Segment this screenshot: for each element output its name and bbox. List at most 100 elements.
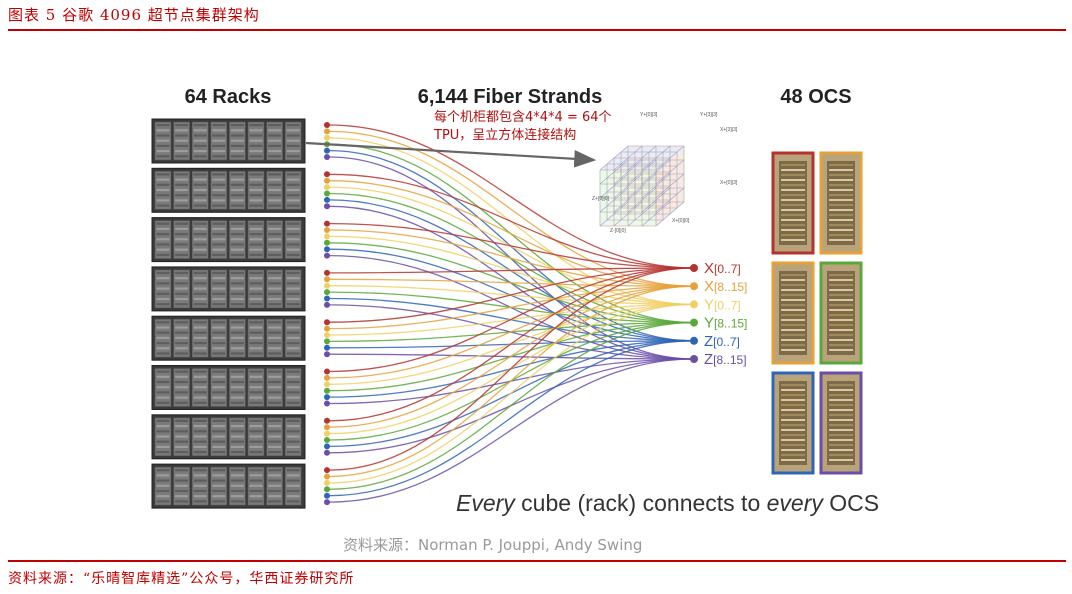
rack-connector-dot [324, 269, 330, 276]
fiber-strands [328, 124, 695, 503]
rack-connector-dot [324, 443, 330, 450]
rack-connectors [324, 122, 330, 506]
ocs-unit [819, 371, 863, 475]
endpoint-label: Y[0..7] [704, 296, 741, 313]
fiber-strand [328, 285, 695, 330]
rack-connector-dot [324, 134, 330, 141]
rack-connector-dot [324, 203, 330, 210]
rack-connector-dot [324, 467, 330, 474]
cube-axis-label: X+[0]|3] [720, 180, 738, 186]
fiber-strand [328, 321, 695, 490]
rack-column [151, 118, 306, 509]
rack-connector-dot [324, 437, 330, 443]
racks-header: 64 Racks [185, 86, 272, 108]
fiber-strand [328, 267, 695, 274]
endpoint-dot [690, 300, 698, 309]
fiber-strand [328, 285, 695, 478]
tagline-every-2: every [767, 490, 825, 516]
rack-connector-dot [324, 394, 330, 401]
fiber-strand [328, 173, 695, 269]
tagline-every-1: Every [456, 490, 516, 516]
rack-connector-dot [324, 227, 330, 233]
fiber-strand [328, 267, 695, 471]
ocs-unit [771, 371, 815, 475]
rack [151, 266, 306, 312]
rack-connector-dot [324, 338, 330, 345]
figure-title: 图表 5 谷歌 4096 超节点集群架构 [8, 6, 260, 24]
ocs-endpoints: X[0..7]X[8..15]Y[0..7] Y[8..15]Z[0..7]Z[8… [690, 260, 747, 368]
rack-connector-dot [324, 239, 330, 246]
rack-connector-dot [324, 486, 330, 493]
rack-connector-dot [324, 430, 330, 437]
rack-connector-dot [324, 122, 330, 128]
endpoint-dot [690, 336, 698, 345]
cube-note-line1: 每个机柜都包含4*4*4 = 64个 [434, 109, 612, 125]
rack-connector-dot [324, 154, 330, 160]
rack-connector-dot [324, 479, 330, 486]
endpoint-label: Z[8..15] [704, 351, 747, 368]
rack-connector-dot [324, 220, 330, 227]
endpoint-label: X[0..7] [704, 260, 741, 277]
rack-connector-dot [324, 449, 330, 456]
rack-connector-dot [324, 381, 330, 388]
rack [151, 463, 306, 509]
annotation-arrow [305, 141, 597, 168]
tagline-end: OCS [823, 490, 879, 516]
rack-connector-dot [324, 351, 330, 358]
endpoint-label: Y[8..15] [704, 315, 747, 332]
rack-connector-dot [324, 473, 330, 480]
fiber-strand [328, 303, 695, 484]
rack-connector-dot [324, 177, 330, 184]
rack-connector-dot [324, 171, 330, 178]
rack-connector-dot [324, 147, 330, 154]
fiber-strand [328, 278, 695, 287]
fiber-strand [328, 229, 695, 287]
fiber-strand [328, 124, 695, 269]
endpoint-dot [690, 264, 698, 272]
rack-connector-dot [324, 282, 330, 289]
rack-connector-dot [324, 289, 330, 296]
ocs-grid [771, 151, 863, 475]
cube-axis-label: X+[3]|3] [720, 127, 738, 133]
fiber-strand [328, 180, 695, 287]
rack-connector-dot [324, 332, 330, 338]
ocs-unit [771, 151, 815, 255]
rack-connector-dot [324, 424, 330, 431]
cube-axis-label: Z-[0]|0] [610, 228, 626, 234]
rack-connector-dot [324, 368, 330, 375]
fiber-strand [328, 285, 695, 428]
image-credit: 资料来源：Norman P. Jouppi, Andy Swing [343, 536, 642, 554]
rack-connector-dot [324, 499, 330, 506]
rack [151, 315, 306, 361]
fiber-strand [328, 267, 695, 422]
rack-connector-dot [324, 344, 330, 351]
tpu-cube-illustration: Y+[0]|3]Y+[3]|3]X+[3]|3]X+[0]|3]Z+[0]|0]… [592, 112, 738, 234]
rack-connector-dot [324, 325, 330, 332]
cube-axis-label: X+[0]|0] [672, 218, 690, 224]
tagline-middle: cube (rack) connects to [515, 490, 767, 516]
rack [151, 365, 306, 410]
endpoint-label: Z[0..7] [704, 333, 740, 350]
endpoint-dot [690, 318, 698, 327]
rack-connector-dot [324, 233, 330, 240]
rack-connector-dot [324, 276, 330, 283]
bottom-rule [8, 560, 1066, 562]
ocs-unit [819, 261, 863, 365]
fiber-strand [328, 358, 695, 503]
rack [151, 414, 306, 460]
fiber-strand [328, 285, 695, 379]
rack-connector-dot [324, 190, 330, 197]
rack-connector-dot [324, 492, 330, 499]
rack-connector-dot [324, 196, 330, 203]
rack [151, 118, 306, 164]
cube-note-line2: TPU，呈立方体连接结构 [433, 127, 576, 143]
ocs-header: 48 OCS [780, 86, 851, 108]
cube-axis-label: Y+[0]|3] [640, 112, 658, 118]
fiber-strand [328, 267, 695, 323]
rack-connector-dot [324, 184, 330, 191]
top-rule [8, 29, 1066, 31]
endpoint-label: X[8..15] [704, 278, 747, 295]
rack-connector-dot [324, 319, 330, 326]
rack [151, 167, 306, 213]
endpoint-dot [690, 355, 698, 363]
